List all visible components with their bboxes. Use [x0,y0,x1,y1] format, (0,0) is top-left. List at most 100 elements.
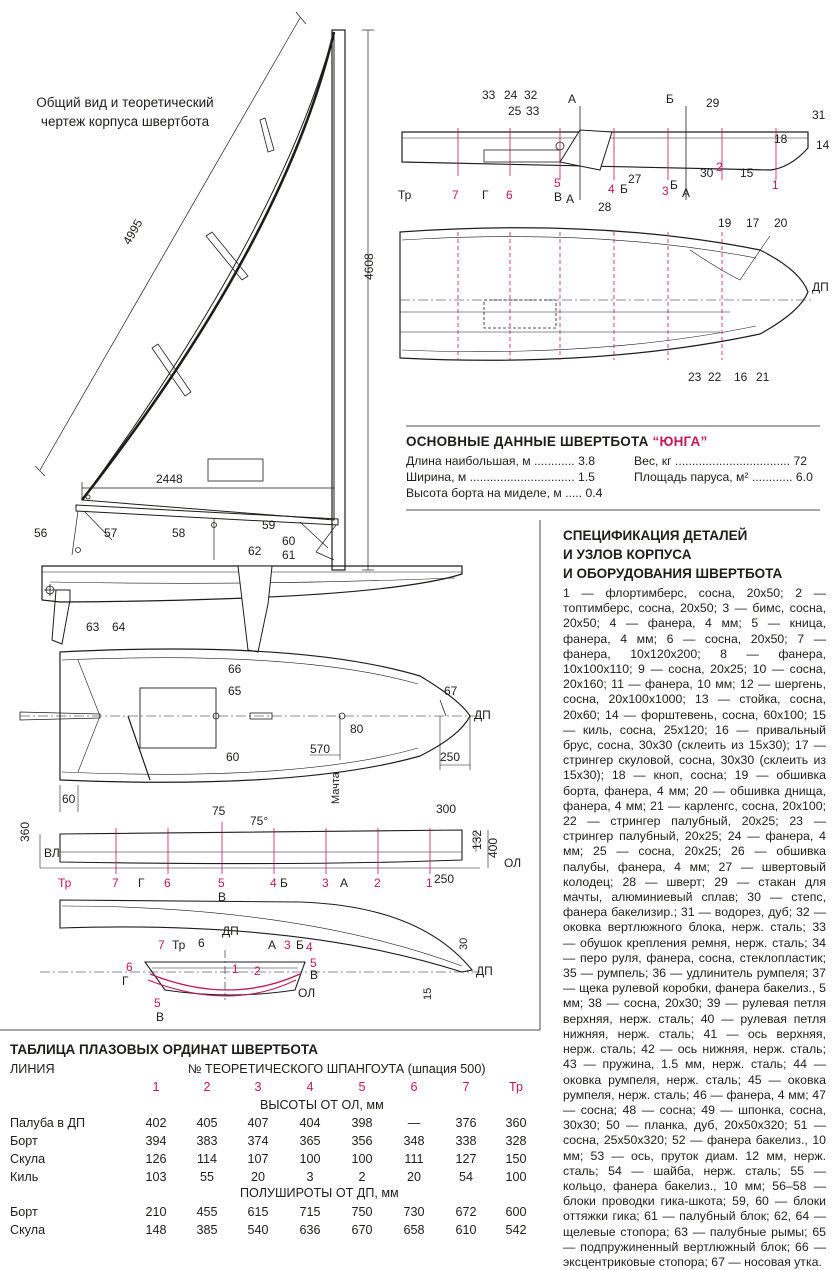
spec-title: СПЕЦИФИКАЦИЯ ДЕТАЛЕЙ И УЗЛОВ КОРПУСА И О… [563,528,783,581]
construction-5: 5 [554,176,561,190]
table-cell: 404 [299,1116,321,1130]
part-31: 31 [812,108,826,122]
table-cell: 103 [145,1170,167,1184]
part-56: 56 [34,526,48,540]
dim-60b: 60 [226,750,240,764]
batten-1 [259,117,275,153]
luff-dimension-line [39,17,301,471]
luff-rope [80,31,336,501]
table-cell: 407 [247,1116,269,1130]
col-6: 6 [410,1080,418,1094]
rudder [51,589,71,645]
batten-2 [205,231,249,281]
dim-60a: 60 [62,792,76,806]
data-row-width: Ширина, м ..............................… [406,470,595,484]
table-cell: 715 [299,1205,321,1219]
table-cell: 55 [199,1170,214,1184]
mast [331,29,346,571]
body-station-1: 1 [232,962,239,976]
dividers [0,425,820,1031]
table-cell: 210 [145,1205,167,1219]
body-station-4: 4 [306,940,313,954]
col-4: 4 [306,1080,314,1094]
body-station-a: А [268,938,277,952]
part-14: 14 [816,138,830,152]
table-cell: 100 [351,1152,373,1166]
table-cell: 374 [247,1134,269,1148]
station-7: 7 [112,876,119,890]
part-60: 60 [282,534,296,548]
table-row-label: Палуба в ДП [10,1116,86,1130]
table-cell: 405 [196,1116,218,1130]
table-cell: 114 [196,1152,218,1166]
dim-75: 75 [212,804,226,818]
dim-15: 15 [422,987,434,1000]
part-33b: 33 [526,104,540,118]
body-label-ol: ОЛ [298,986,316,1000]
part-17: 17 [746,216,760,230]
body-station-6-red: 6 [126,960,133,974]
station-6: 6 [164,876,171,890]
part-32: 32 [524,88,538,102]
part-22: 22 [708,370,722,384]
table-frame-header: № ТЕОРЕТИЧЕСКОГО ШПАНГОУТА (шпация 500) [188,1062,486,1076]
mast-dimension: 4608 [362,253,376,280]
table-cell: 750 [351,1205,373,1219]
col-2: 2 [203,1080,211,1094]
body-station-3: 3 [284,938,291,952]
col-7: 7 [462,1080,470,1094]
part-16: 16 [734,370,748,384]
station-lines [115,128,777,874]
dim-30: 30 [458,937,470,950]
construction-3: 3 [662,184,669,198]
dim-75deg: 75° [250,814,269,828]
part-27: 27 [628,172,642,186]
part-20: 20 [774,216,788,230]
main-data-title-text: ОСНОВНЫЕ ДАННЫЕ ШВЕРТБОТА [406,434,653,449]
deck-plan [19,648,482,812]
body-station-b: Б [296,938,304,952]
hull-side-view [41,565,463,653]
body-station-2: 2 [254,964,261,978]
batten-3 [151,343,192,397]
table-row-label: Киль [10,1170,39,1184]
construction-b: Б [620,182,628,196]
table-cell: 672 [455,1205,477,1219]
caption-line-1: Общий вид и теоретический [36,95,214,110]
body-station-g: Г [122,974,129,988]
dim-360: 360 [18,821,32,842]
dim-300: 300 [436,802,457,816]
part-33: 33 [482,88,496,102]
spec-text: 1 — флортимберс, сосна, 20x50; 2 — топти… [563,586,826,1269]
dim-250b: 250 [434,872,455,886]
col-3: 3 [254,1080,262,1094]
dim-570: 570 [310,742,331,756]
table-cell: 402 [145,1116,167,1130]
construction-7: 7 [452,188,459,202]
station-4: 4 [270,876,277,890]
part-57: 57 [104,526,118,540]
dim-250a: 250 [440,750,461,764]
table-cell: — [407,1116,421,1130]
table-cell: 111 [404,1152,424,1166]
table-cell: 2 [358,1170,366,1184]
part-19: 19 [718,216,732,230]
part-61: 61 [282,548,296,562]
label-dp-half: ДП [476,964,493,978]
table-cell: 600 [505,1205,527,1219]
construction-4: 4 [608,182,615,196]
table-cell: 348 [403,1134,425,1148]
table-cell: 658 [403,1223,425,1237]
table-cell: 356 [351,1134,373,1148]
table-cell: 107 [247,1152,269,1166]
construction-tr: Тр [398,188,412,202]
table-cell: 670 [351,1223,373,1237]
halfbreadths-header: ПОЛУШИРОТЫ ОТ ДП, мм [240,1186,399,1200]
dim-80: 80 [350,722,364,736]
part-18: 18 [774,132,788,146]
table-cell: 100 [299,1152,321,1166]
body-station-7: 7 [158,938,165,952]
construction-plan [399,227,814,361]
table-line-header: ЛИНИЯ [10,1062,55,1076]
offsets-table-title: ТАБЛИЦА ПЛАЗОВЫХ ОРДИНАТ ШВЕРТБОТА [10,1042,319,1057]
